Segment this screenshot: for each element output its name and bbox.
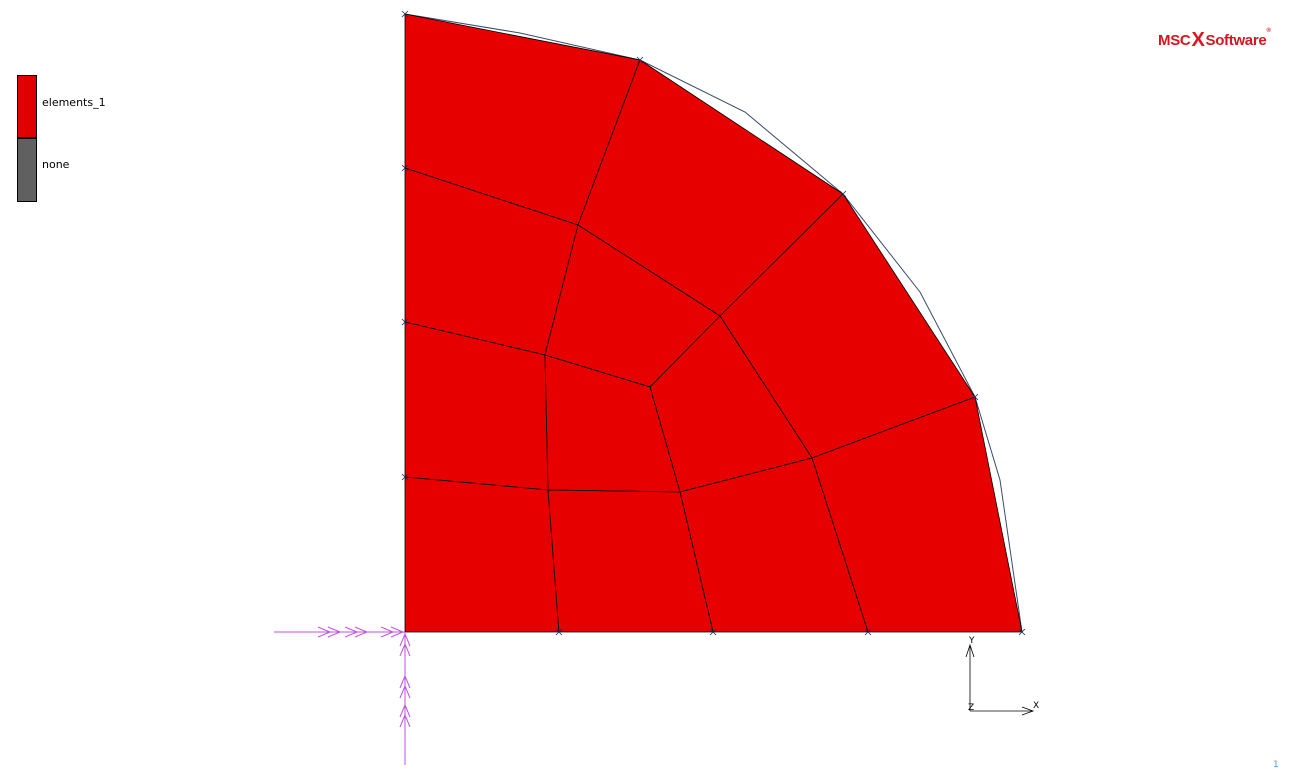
coordinate-triad: X Y Z — [965, 636, 1039, 716]
node-marker — [636, 56, 644, 64]
triad-x-label: X — [1033, 701, 1039, 711]
node-marker — [401, 10, 409, 18]
node-marker — [1018, 628, 1026, 636]
bc-arrowhead — [399, 674, 411, 689]
bc-arrowhead — [399, 703, 411, 718]
node-marker — [864, 628, 872, 636]
legend-label-none: none — [42, 158, 70, 171]
legend-swatch-elements-1 — [17, 75, 37, 138]
node-marker — [401, 164, 409, 172]
triad-z-label: Z — [968, 703, 974, 713]
bc-arrowhead — [317, 626, 332, 638]
mesh-nodes — [401, 10, 1026, 636]
finite-element-mesh[interactable] — [404, 13, 1023, 633]
element[interactable] — [404, 476, 560, 633]
bc-arrowhead — [344, 626, 359, 638]
boundary-condition-markers[interactable] — [274, 626, 411, 765]
legend-swatch-none — [17, 138, 37, 202]
node-marker — [971, 393, 979, 401]
bc-arrowhead — [327, 626, 342, 638]
bc-arrowhead — [390, 626, 405, 638]
node-marker — [839, 190, 847, 198]
node-marker — [709, 628, 717, 636]
bc-arrowhead — [399, 684, 411, 699]
node-marker — [401, 318, 409, 326]
bc-arrowhead — [399, 642, 411, 657]
bc-arrowhead — [380, 626, 395, 638]
viewport-number: 1 — [1273, 760, 1279, 770]
msc-software-logo: MSCXSoftware® — [1158, 28, 1271, 51]
node-marker — [555, 628, 563, 636]
triad-y-label: Y — [968, 636, 975, 646]
node-marker — [401, 473, 409, 481]
bc-arrowhead — [399, 713, 411, 728]
bc-arrowhead — [399, 632, 411, 647]
bc-arrowhead — [354, 626, 369, 638]
legend-label-elements-1: elements_1 — [42, 96, 106, 109]
